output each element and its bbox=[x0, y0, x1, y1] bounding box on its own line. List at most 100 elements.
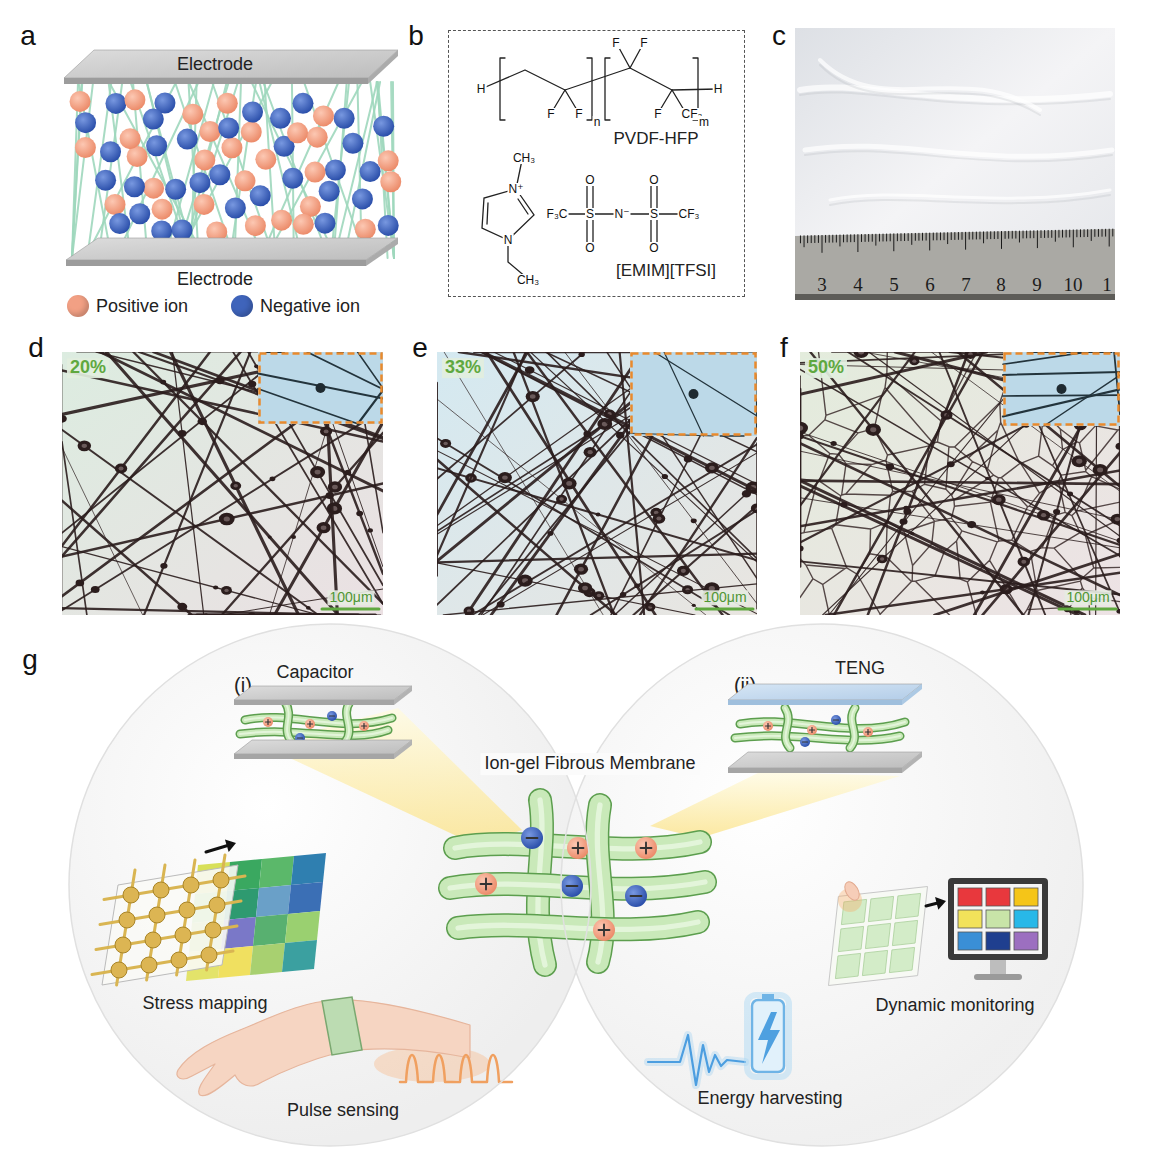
fiber bbox=[800, 436, 1120, 545]
fiber-bead bbox=[216, 377, 225, 384]
ruler-tick bbox=[865, 234, 866, 241]
fiber bbox=[437, 468, 757, 560]
ruler-tick bbox=[904, 234, 905, 241]
fiber-bead bbox=[328, 481, 342, 493]
ruler-tick bbox=[857, 235, 858, 252]
bead-core bbox=[321, 525, 327, 530]
atom-symbol: S bbox=[649, 208, 659, 220]
electrode-plate bbox=[66, 238, 398, 260]
legend-item: Positive ion bbox=[67, 295, 188, 317]
screen-cell bbox=[986, 888, 1010, 906]
ruler-tick bbox=[1005, 231, 1006, 238]
atom-symbol: O bbox=[584, 242, 595, 254]
bead-core bbox=[315, 470, 321, 475]
negative-ion bbox=[325, 160, 346, 181]
positive-ion bbox=[182, 104, 203, 125]
fiber-body bbox=[458, 922, 698, 929]
ion-sign bbox=[527, 837, 538, 839]
panel-letter: a bbox=[20, 21, 36, 52]
scale-bar-label: 100μm bbox=[327, 590, 374, 605]
atom-symbol: CH₃ bbox=[512, 152, 536, 164]
bead-core bbox=[578, 567, 584, 572]
fiber-highlight bbox=[285, 702, 292, 742]
inset-frame bbox=[260, 354, 382, 423]
structure-box: PVDF-HFP[EMIM][TFSI] bbox=[448, 30, 745, 297]
ruler-number: 1 bbox=[1102, 275, 1112, 296]
panel-a-illustration bbox=[70, 82, 402, 258]
fiber bbox=[437, 352, 584, 479]
ruler-tick bbox=[1030, 231, 1031, 238]
ruler-tick bbox=[854, 235, 855, 242]
fiber-bead bbox=[705, 462, 719, 473]
negative-ion bbox=[109, 213, 130, 234]
atom-symbol: CH₃ bbox=[516, 274, 540, 286]
positive-ion bbox=[378, 150, 399, 171]
negative-ion bbox=[250, 185, 271, 206]
node-text: [EMIM][TFSI] bbox=[616, 261, 716, 281]
negative-ion bbox=[342, 133, 363, 154]
ruler-tick bbox=[829, 235, 830, 242]
fiber-bead bbox=[1117, 538, 1120, 543]
node-outline bbox=[718, 652, 928, 778]
sensor-sheet bbox=[102, 865, 238, 985]
applications-illustration bbox=[69, 624, 1083, 1146]
fiber-bead bbox=[213, 585, 218, 589]
fiber-body bbox=[785, 708, 790, 748]
fiber bbox=[483, 352, 757, 491]
sensor-pad bbox=[838, 926, 863, 951]
fingertip bbox=[842, 879, 862, 902]
device-node: Capacitor bbox=[222, 656, 418, 764]
ruler-tick bbox=[818, 235, 819, 242]
panel-letter: e bbox=[412, 333, 428, 364]
negative-ion bbox=[218, 118, 239, 139]
fiber-highlight bbox=[240, 730, 388, 736]
positive-ion bbox=[293, 214, 314, 235]
ruler-tick bbox=[951, 233, 952, 240]
negative-ion bbox=[800, 737, 810, 747]
fiber-bead bbox=[526, 391, 540, 402]
teng-plate-side bbox=[902, 752, 922, 773]
positive-ion bbox=[567, 837, 589, 859]
heatmap-cell bbox=[282, 940, 317, 972]
ion-sign bbox=[298, 737, 303, 738]
fiber bbox=[494, 352, 757, 484]
ion-sign bbox=[811, 728, 812, 733]
negative-ion bbox=[172, 219, 193, 240]
sensor-pad bbox=[889, 947, 914, 972]
fiber-bead bbox=[78, 440, 91, 451]
positive-ion bbox=[194, 194, 215, 215]
ruler-tick bbox=[883, 234, 884, 241]
node-outline-group bbox=[234, 686, 412, 759]
node-outline-group bbox=[69, 624, 591, 1146]
ruler-tick bbox=[1087, 230, 1088, 237]
output-signal bbox=[648, 1035, 745, 1085]
fiber-bead bbox=[947, 461, 955, 467]
ruler-tick bbox=[814, 236, 815, 243]
fiber-bead bbox=[221, 586, 232, 595]
arrow-head bbox=[935, 897, 946, 910]
film-wrinkle bbox=[830, 190, 1110, 200]
ion-sign bbox=[603, 925, 605, 936]
battery bbox=[752, 1000, 784, 1072]
bond bbox=[660, 90, 672, 110]
panel-letter: c bbox=[772, 21, 786, 52]
fiber-bead bbox=[306, 606, 311, 610]
fiber bbox=[443, 584, 757, 615]
positive-ion bbox=[287, 122, 308, 143]
bead-core bbox=[1076, 459, 1082, 464]
ruler-tick bbox=[1062, 230, 1063, 237]
bead-core bbox=[502, 475, 508, 479]
photo-ground bbox=[795, 28, 1115, 300]
ruler-tick bbox=[976, 232, 977, 239]
negative-ion bbox=[143, 109, 164, 130]
positive-ion bbox=[75, 137, 96, 158]
fiber bbox=[800, 376, 801, 549]
atom-symbol: CF₃ bbox=[678, 208, 701, 220]
positive-ion bbox=[263, 717, 273, 727]
ruler-tick bbox=[940, 233, 941, 240]
fiber bbox=[133, 352, 383, 604]
repeat-bracket bbox=[500, 58, 505, 120]
positive-ion bbox=[217, 93, 238, 114]
crack-network bbox=[800, 352, 1120, 615]
ion-sign bbox=[485, 879, 487, 890]
